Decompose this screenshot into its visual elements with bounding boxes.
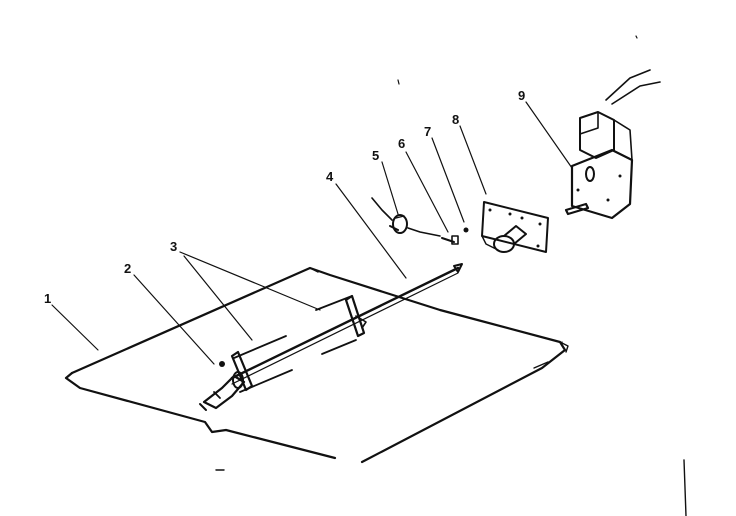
leader-lines bbox=[51, 101, 573, 365]
part-label-8: 8 bbox=[452, 112, 459, 127]
part-3-spit-forks bbox=[230, 294, 367, 393]
part-9-motor bbox=[564, 69, 661, 220]
part-label-9: 9 bbox=[518, 88, 525, 103]
part-label-1: 1 bbox=[44, 291, 51, 306]
part-label-4: 4 bbox=[326, 169, 334, 184]
part-2-handle-screw bbox=[199, 361, 246, 411]
part-1-rack-frame bbox=[64, 266, 569, 464]
part-5-bushing bbox=[371, 197, 441, 237]
part-label-7: 7 bbox=[424, 124, 431, 139]
part-6-pin bbox=[441, 235, 459, 245]
scan-marks bbox=[215, 35, 687, 516]
part-label-2: 2 bbox=[124, 261, 131, 276]
part-label-6: 6 bbox=[398, 136, 405, 151]
part-8-mounting-bracket bbox=[481, 201, 549, 253]
part-4-spit-rod bbox=[230, 263, 463, 385]
part-7-nut bbox=[463, 227, 469, 233]
part-labels: 1 2 3 4 5 6 7 8 9 bbox=[44, 88, 525, 306]
part-label-5: 5 bbox=[372, 148, 379, 163]
part-label-3: 3 bbox=[170, 239, 177, 254]
